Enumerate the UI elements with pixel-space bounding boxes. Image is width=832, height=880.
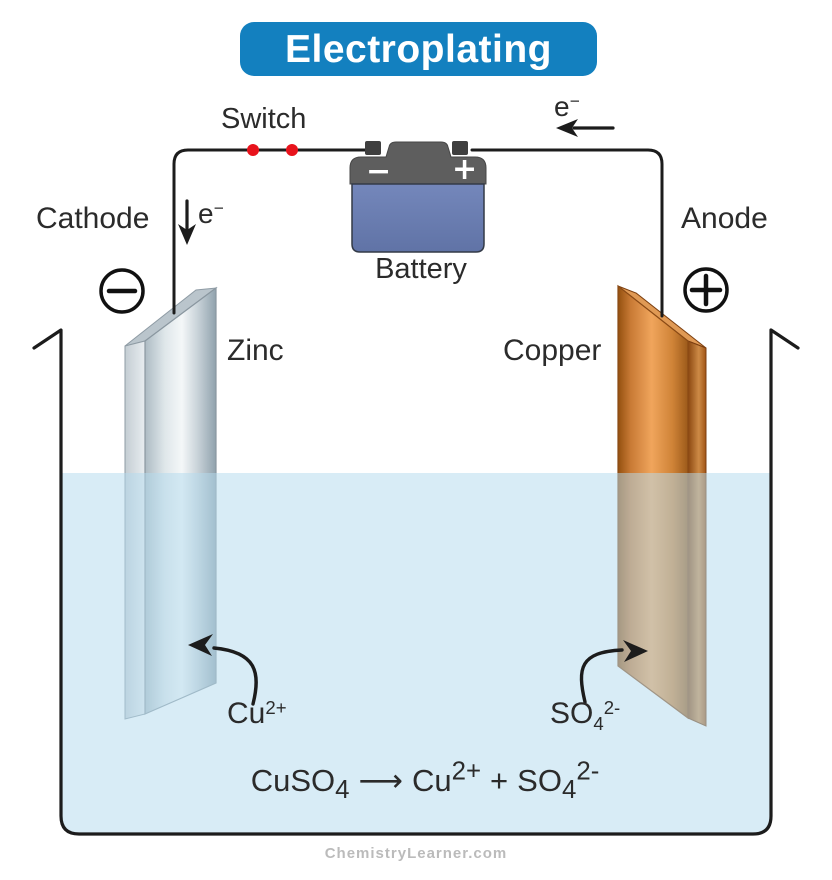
watermark: ChemistryLearner.com xyxy=(324,845,508,862)
battery-icon xyxy=(349,141,487,253)
sulfate-ion-arrow xyxy=(579,640,648,704)
solution xyxy=(61,473,771,834)
dissociation-equation: CuSO4⟶Cu2++SO42- xyxy=(225,758,625,806)
anode-label: Anode xyxy=(681,202,768,235)
wire-left xyxy=(172,148,370,315)
positive-terminal-icon xyxy=(683,267,729,313)
copper-ion-label: Cu2+ xyxy=(227,697,287,730)
equation-product1: Cu2+ xyxy=(411,758,482,799)
electron-label-cathode: e− xyxy=(198,198,224,229)
equation-reactant: CuSO4 xyxy=(250,763,350,805)
cathode-label: Cathode xyxy=(36,202,150,235)
wire-right xyxy=(470,148,664,318)
sulfate-ion-label: SO42- xyxy=(550,697,621,734)
zinc-label: Zinc xyxy=(227,334,284,367)
electron-label-top: e− xyxy=(554,91,580,122)
beaker xyxy=(32,328,800,836)
battery-plus-sign: + xyxy=(452,152,478,187)
negative-terminal-icon xyxy=(99,268,145,314)
copper-label: Copper xyxy=(503,334,602,367)
page-title: Electroplating xyxy=(240,22,597,76)
electron-flow-arrow xyxy=(556,119,615,137)
equation-plus: + xyxy=(490,763,509,799)
electron-down-arrow xyxy=(178,199,196,245)
switch-label: Switch xyxy=(221,103,307,135)
equation-product2: SO42- xyxy=(517,758,600,805)
switch-contacts-icon xyxy=(247,144,298,156)
battery-label: Battery xyxy=(375,253,467,285)
battery-minus-sign: − xyxy=(366,154,392,189)
equation-arrow: ⟶ xyxy=(358,763,403,799)
copper-ion-arrow xyxy=(188,634,258,706)
